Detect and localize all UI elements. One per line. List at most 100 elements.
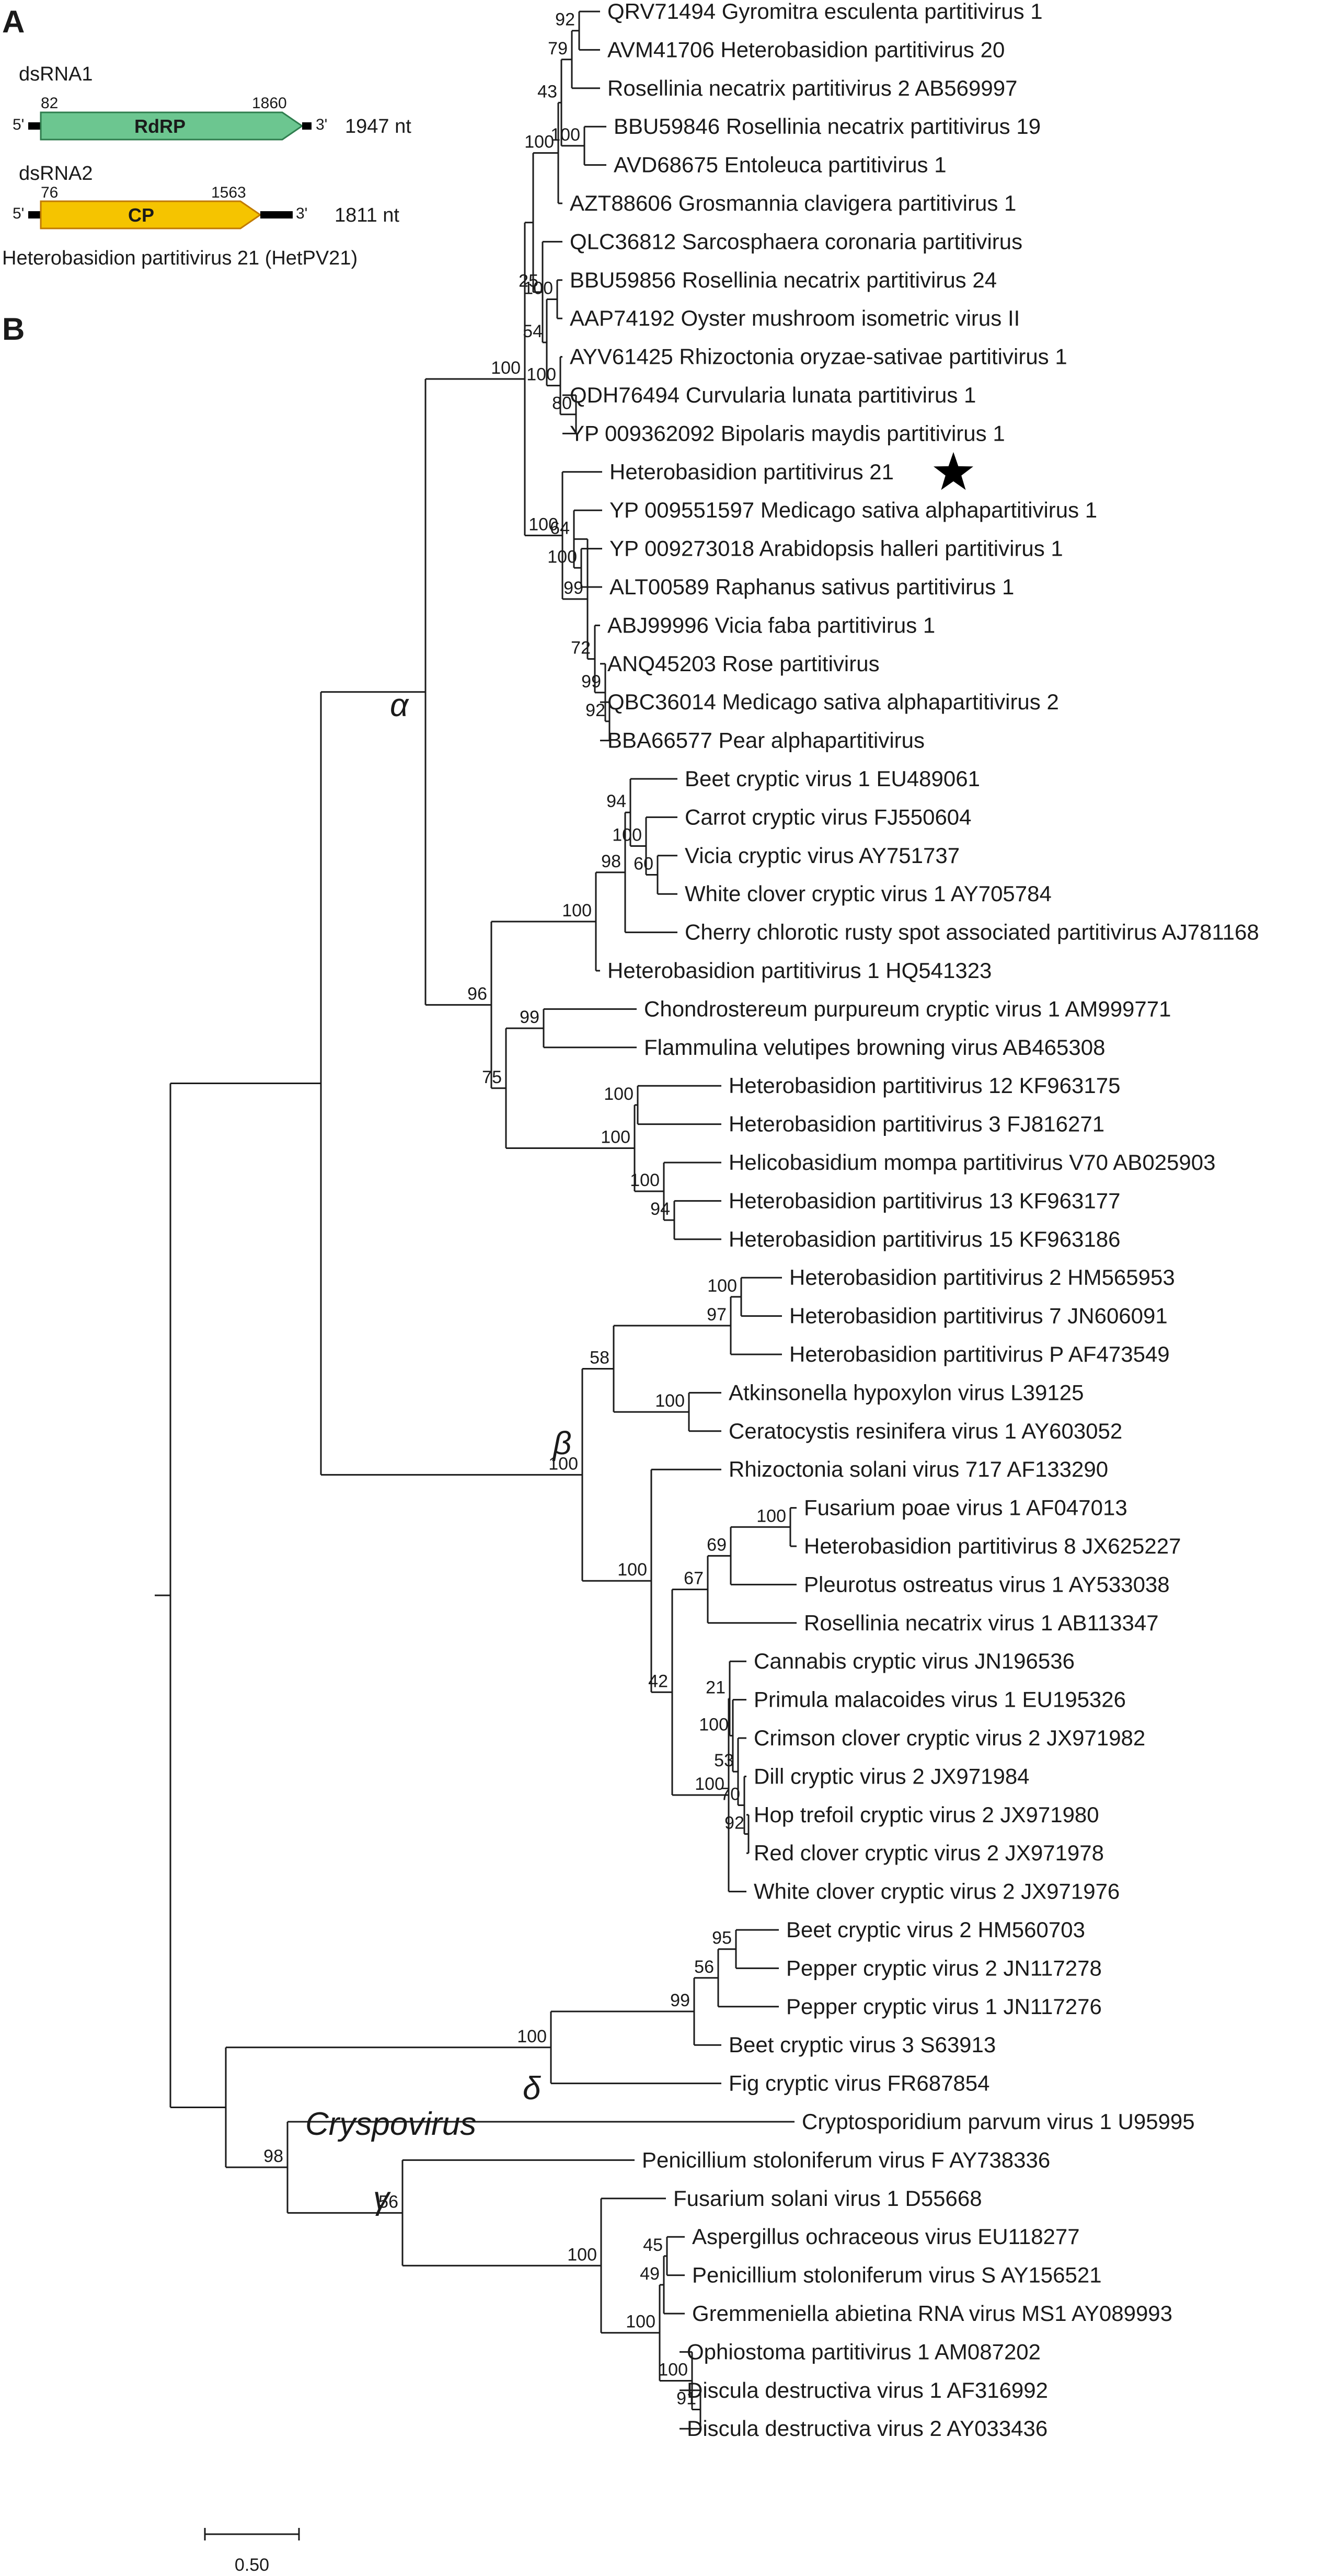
tree-leaf-label: YP 009551597 Medicago sativa alphapartit…	[609, 498, 1097, 522]
tree-leaf-label: Atkinsonella hypoxylon virus L39125	[729, 1380, 1084, 1405]
tree-leaf-label: Red clover cryptic virus 2 JX971978	[754, 1841, 1104, 1865]
tree-leaf-label: Heterobasidion partitivirus 12 KF963175	[729, 1073, 1120, 1098]
segment-2-5prime: 5'	[13, 205, 24, 222]
tree-leaf-label: Fusarium poae virus 1 AF047013	[804, 1496, 1127, 1520]
tree-leaf-label: White clover cryptic virus 2 JX971976	[754, 1879, 1120, 1904]
tree-bootstrap-values: 9279100431001008010054251006492997299100…	[263, 10, 786, 2409]
bootstrap-value: 60	[634, 854, 653, 874]
tree-leaf-label: YP 009273018 Arabidopsis halleri partiti…	[609, 536, 1063, 561]
tree-leaf-label: Penicillium stoloniferum virus S AY15652…	[692, 2263, 1102, 2287]
bootstrap-value: 70	[720, 1784, 740, 1804]
bootstrap-value: 100	[612, 825, 642, 845]
bootstrap-value: 92	[585, 700, 605, 720]
bootstrap-value: 100	[548, 1454, 578, 1474]
bootstrap-value: 100	[626, 2312, 655, 2332]
tree-leaf-label: Flammulina velutipes browning virus AB46…	[644, 1035, 1105, 1060]
bootstrap-value: 58	[590, 1348, 609, 1368]
tree-leaf-label: ALT00589 Raphanus sativus partitivirus 1	[609, 574, 1014, 599]
bootstrap-value: 42	[648, 1671, 668, 1691]
bootstrap-value: 100	[658, 2360, 688, 2379]
tree-leaf-label: AAP74192 Oyster mushroom isometric virus…	[570, 306, 1020, 330]
tree-leaf-label: QLC36812 Sarcosphaera coronaria partitiv…	[570, 229, 1022, 254]
segment-1-end: 1860	[252, 95, 287, 112]
clade-label-alpha: α	[390, 687, 409, 723]
star-icon	[934, 452, 973, 490]
bootstrap-value: 100	[528, 514, 558, 534]
segment-1-name: dsRNA1	[19, 63, 93, 85]
tree-leaf-label: Hop trefoil cryptic virus 2 JX971980	[754, 1802, 1099, 1827]
panel-label-b: B	[2, 312, 25, 347]
bootstrap-value: 97	[707, 1305, 727, 1325]
tree-leaf-label: QDH76494 Curvularia lunata partitivirus …	[570, 383, 976, 407]
tree-leaf-label: ANQ45203 Rose partitivirus	[607, 651, 880, 676]
tree-leaf-labels: QRV71494 Gyromitra esculenta partitiviru…	[570, 0, 1259, 2441]
tree-leaf-label: Heterobasidion partitivirus 8 JX625227	[804, 1534, 1181, 1558]
bootstrap-value: 100	[517, 2027, 547, 2046]
tree-leaf-label: Pepper cryptic virus 1 JN117276	[786, 1994, 1102, 2019]
tree-leaf-label: Rosellinia necatrix virus 1 AB113347	[804, 1611, 1159, 1635]
bootstrap-value: 43	[537, 82, 557, 101]
clade-label-beta: β	[552, 1425, 571, 1462]
cp-label: CP	[128, 204, 154, 226]
tree-leaf-label: Heterobasidion partitivirus 21	[609, 459, 894, 484]
scale-bar: 0.50	[204, 2528, 300, 2575]
tree-leaf-label: BBU59856 Rosellinia necatrix partitiviru…	[570, 268, 997, 292]
genome-caption: Heterobasidion partitivirus 21 (HetPV21)	[2, 247, 358, 269]
tree-leaf-label: AZT88606 Grosmannia clavigera partitivir…	[570, 191, 1016, 215]
tree-leaf-label: Cannabis cryptic virus JN196536	[754, 1649, 1075, 1673]
bootstrap-value: 100	[567, 2245, 597, 2264]
bootstrap-value: 100	[491, 358, 521, 378]
tree-leaf-label: Beet cryptic virus 2 HM560703	[786, 1917, 1085, 1942]
tree-leaf-label: Cryptosporidium parvum virus 1 U95995	[802, 2109, 1195, 2134]
bootstrap-value: 94	[650, 1199, 670, 1219]
tree-leaf-label: AVD68675 Entoleuca partitivirus 1	[614, 153, 947, 177]
segment-2-3prime: 3'	[296, 205, 307, 222]
tree-leaf-label: Fusarium solani virus 1 D55668	[673, 2186, 982, 2211]
bootstrap-value: 92	[555, 10, 575, 30]
bootstrap-value: 100	[562, 901, 592, 921]
bootstrap-value: 100	[601, 1127, 630, 1147]
tree-leaf-label: Beet cryptic virus 1 EU489061	[685, 766, 980, 791]
bootstrap-value: 25	[519, 271, 538, 291]
bootstrap-value: 53	[714, 1751, 734, 1770]
tree-leaf-label: AVM41706 Heterobasidion partitivirus 20	[607, 37, 1005, 62]
cp-orf-shape	[40, 200, 262, 229]
segment-2-start: 76	[41, 184, 58, 201]
tree-leaf-label: Cherry chlorotic rusty spot associated p…	[685, 920, 1259, 945]
tree-leaf-label: Dill cryptic virus 2 JX971984	[754, 1764, 1030, 1788]
bootstrap-value: 95	[712, 1928, 732, 1948]
tree-leaf-label: YP 009362092 Bipolaris maydis partitivir…	[570, 421, 1005, 445]
clade-label-cryspovirus: Cryspovirus	[305, 2106, 476, 2142]
tree-leaf-label: Penicillium stoloniferum virus F AY73833…	[642, 2147, 1050, 2172]
tree-leaf-label: Heterobasidion partitivirus 13 KF963177	[729, 1188, 1120, 1213]
bootstrap-value: 56	[378, 2192, 398, 2212]
bootstrap-value: 99	[520, 1007, 539, 1027]
bootstrap-value: 98	[601, 852, 621, 871]
tree-leaf-label: Rosellinia necatrix partitivirus 2 AB569…	[607, 76, 1017, 100]
bootstrap-value: 69	[707, 1535, 727, 1555]
bootstrap-value: 72	[571, 638, 591, 658]
tree-leaf-label: Heterobasidion partitivirus 7 JN606091	[789, 1304, 1168, 1328]
clade-label-gamma: γ	[373, 2180, 391, 2216]
tree-leaf-label: Fig cryptic virus FR687854	[729, 2071, 990, 2096]
bootstrap-value: 100	[547, 547, 577, 567]
tree-leaf-label: Heterobasidion partitivirus P AF473549	[789, 1342, 1170, 1366]
tree-leaf-label: Gremmeniella abietina RNA virus MS1 AY08…	[692, 2301, 1172, 2326]
bootstrap-value: 100	[630, 1170, 660, 1190]
clade-label-delta: δ	[523, 2071, 541, 2107]
bootstrap-value: 54	[523, 321, 543, 341]
genome-segment-1: dsRNA1 82 1860 5' 3' RdRP 1947 nt	[13, 63, 411, 141]
segment-1-length: 1947 nt	[345, 116, 411, 137]
tree-leaf-label: Crimson clover cryptic virus 2 JX971982	[754, 1726, 1145, 1750]
tree-branches	[155, 10, 797, 2430]
bootstrap-value: 75	[482, 1067, 502, 1087]
tree-leaf-label: Discula destructiva virus 1 AF316992	[687, 2378, 1048, 2402]
tree-leaf-label: Helicobasidium mompa partitivirus V70 AB…	[729, 1150, 1216, 1175]
bootstrap-value: 56	[694, 1957, 714, 1977]
segment-1-5prime: 5'	[13, 116, 24, 133]
tree-leaf-label: White clover cryptic virus 1 AY705784	[685, 881, 1052, 906]
segment-2-name: dsRNA2	[19, 163, 93, 185]
bootstrap-value: 100	[699, 1715, 729, 1734]
bootstrap-value: 100	[617, 1560, 647, 1580]
bootstrap-value: 80	[552, 394, 572, 413]
